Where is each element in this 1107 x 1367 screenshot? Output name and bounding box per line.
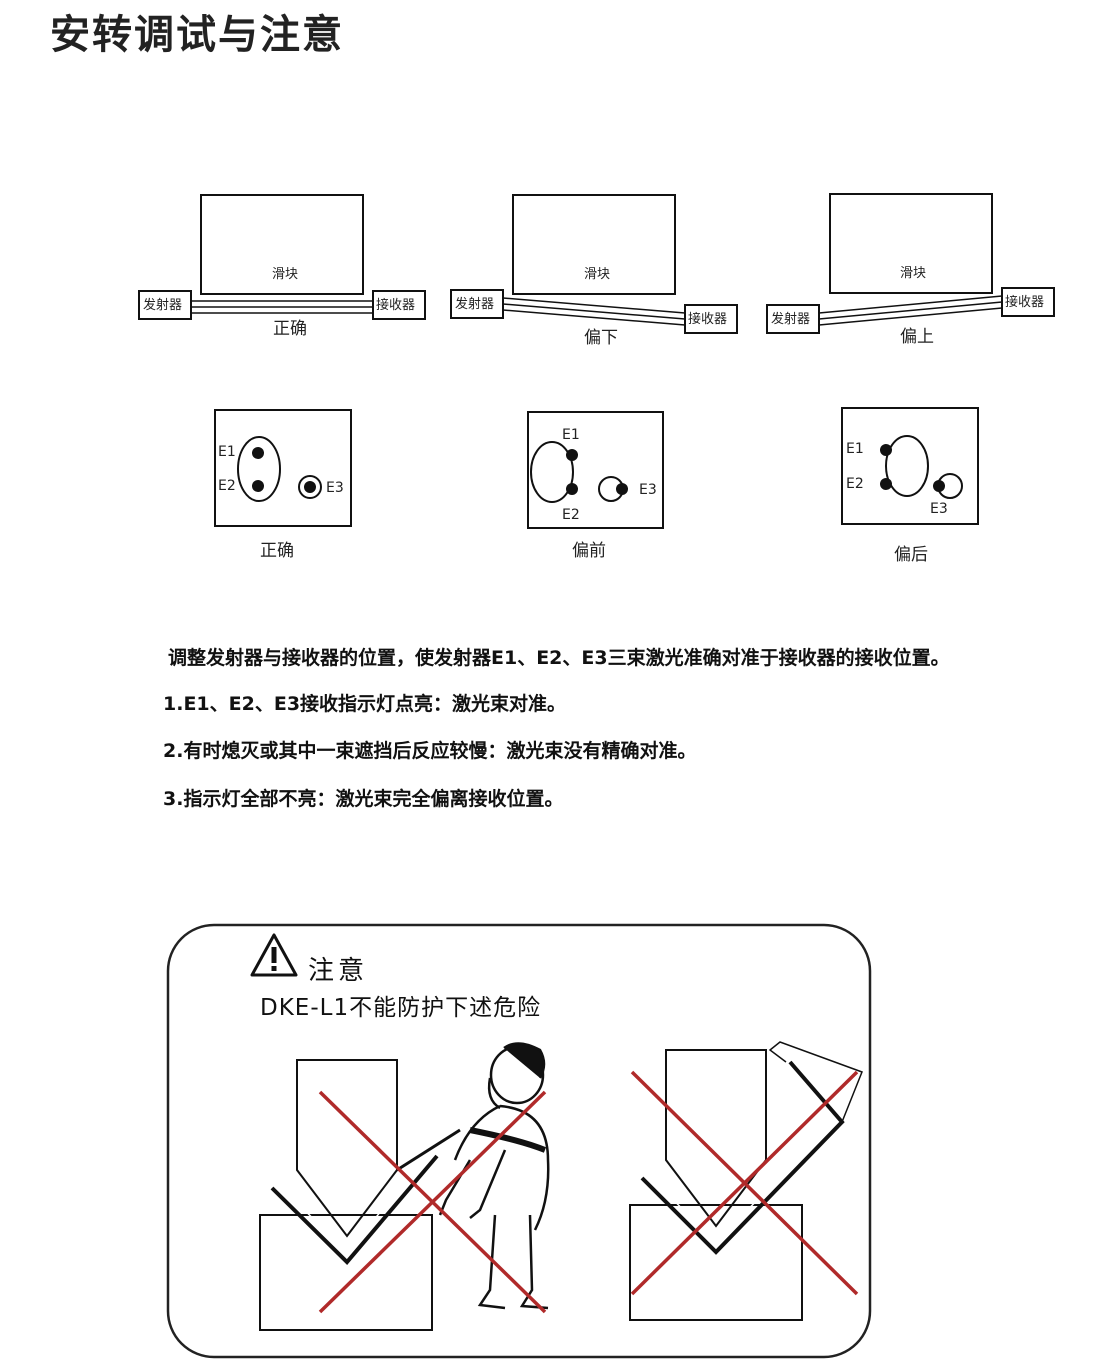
page-title: 安转调试与注意 xyxy=(50,12,344,58)
beam-diagram-low: 滑块 发射器 接收器 偏下 xyxy=(450,194,738,348)
svg-text:E1: E1 xyxy=(846,441,864,457)
emitter-label: 发射器 xyxy=(143,297,182,313)
slider-block xyxy=(512,194,676,295)
spot-case-front: 偏前 xyxy=(572,541,606,561)
svg-text:E2: E2 xyxy=(218,478,236,494)
case-label-low: 偏下 xyxy=(584,328,618,348)
spot-diagram-back: E1 E2 E3 偏后 xyxy=(841,407,979,565)
spot-diagram-correct: E1 E2 E3 正确 xyxy=(214,409,352,561)
slider-label: 滑块 xyxy=(584,267,610,282)
receiver-label: 接收器 xyxy=(376,297,415,313)
slider-block xyxy=(200,194,364,295)
instruction-item: 1.E1、E2、E3接收指示灯点亮：激光束对准。 xyxy=(163,693,567,715)
instruction-intro: 调整发射器与接收器的位置，使发射器E1、E2、E3三束激光准确对准于接收器的接收… xyxy=(168,647,950,669)
spot-case-correct: 正确 xyxy=(260,541,294,561)
svg-text:E1: E1 xyxy=(562,427,580,443)
case-label-correct: 正确 xyxy=(273,319,307,339)
hazard-illustration-right xyxy=(629,1041,863,1321)
emitter-label: 发射器 xyxy=(455,296,494,312)
receiver-label: 接收器 xyxy=(1005,294,1044,310)
slider-label: 滑块 xyxy=(900,266,926,281)
svg-text:E3: E3 xyxy=(639,482,657,498)
operator-figure xyxy=(438,1042,550,1310)
slider-label: 滑块 xyxy=(272,267,298,282)
svg-text:E3: E3 xyxy=(930,501,948,517)
hazard-illustration-left xyxy=(259,1042,550,1331)
caution-subtitle: DKE-L1不能防护下述危险 xyxy=(260,995,542,1021)
svg-text:E3: E3 xyxy=(326,480,344,496)
beam-diagram-correct: 滑块 发射器 接收器 正确 xyxy=(138,194,426,339)
emitter-box xyxy=(138,290,192,320)
case-label-high: 偏上 xyxy=(900,327,934,347)
caution-title: 注意 xyxy=(308,956,369,986)
instruction-item: 3.指示灯全部不亮：激光束完全偏离接收位置。 xyxy=(163,788,564,810)
spot-diagram-front: E1 E2 E3 偏前 xyxy=(527,411,664,561)
receiver-label: 接收器 xyxy=(688,311,727,327)
instruction-item: 2.有时熄灭或其中一束遮挡后反应较慢：激光束没有精确对准。 xyxy=(163,740,697,762)
svg-text:E2: E2 xyxy=(562,507,580,523)
emitter-label: 发射器 xyxy=(771,311,810,327)
spot-case-back: 偏后 xyxy=(894,545,928,565)
caution-panel xyxy=(166,923,872,1359)
svg-text:E1: E1 xyxy=(218,444,236,460)
svg-text:E2: E2 xyxy=(846,476,864,492)
beam-diagram-high: 滑块 发射器 接收器 偏上 xyxy=(766,193,1055,347)
warning-triangle-icon xyxy=(250,933,298,977)
slider-block xyxy=(829,193,993,294)
receiver-box xyxy=(372,290,426,320)
